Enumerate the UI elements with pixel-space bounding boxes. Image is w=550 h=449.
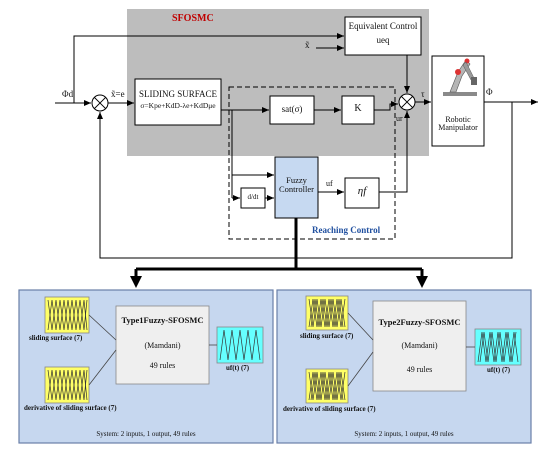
panel-type1 bbox=[18, 289, 274, 444]
panel2-footer: System: 2 inputs, 1 output, 49 rules bbox=[354, 430, 454, 438]
panel2-rules: 49 rules bbox=[406, 365, 433, 374]
reaching-control-label: Reaching Control bbox=[312, 225, 381, 235]
panel2-subtitle: (Mamdani) bbox=[401, 341, 438, 350]
robot-line2: Manipulator bbox=[438, 123, 478, 133]
sfosmc-label: SFOSMC bbox=[172, 13, 214, 24]
equivalent-control-title: Equivalent Control bbox=[348, 21, 418, 31]
robot-arm-icon bbox=[443, 58, 477, 96]
fuzzy-line2: Controller bbox=[279, 183, 314, 194]
mf-icon-t2-out bbox=[477, 331, 519, 363]
phi-d-label: Φd bbox=[62, 89, 74, 99]
fuzzy-line1: Fuzzy bbox=[286, 175, 307, 185]
u-r-label: ur bbox=[396, 114, 403, 123]
panel1-input1-label: sliding surface (7) bbox=[29, 334, 83, 342]
equivalent-control-text: Equivalent Control ueq bbox=[345, 21, 421, 46]
mf-icon-t1-in1 bbox=[47, 299, 88, 331]
sliding-surface-formula: σ=Kpe+KdD-λe+KdDμe bbox=[140, 101, 216, 111]
ddt-label: d/dt bbox=[247, 193, 259, 201]
ueq-label: ueq bbox=[376, 35, 390, 46]
panel2-output-label: uf(t) (7) bbox=[487, 366, 511, 374]
panel1-rules: 49 rules bbox=[149, 361, 176, 370]
x-tilde-label: x̃ bbox=[305, 40, 310, 50]
mf-icon-t1-in2 bbox=[47, 369, 88, 401]
sliding-surface-block[interactable] bbox=[134, 78, 222, 126]
error-label: x̃=e bbox=[111, 89, 125, 99]
gain-k-block[interactable] bbox=[341, 95, 375, 125]
robot-text: Robotic Manipulator bbox=[432, 115, 484, 133]
panel2-input2-label: derivative of sliding surface (7) bbox=[283, 405, 376, 413]
eta-f-block[interactable] bbox=[344, 177, 380, 209]
tau-label: τ bbox=[421, 89, 425, 99]
panel1-input2-label: derivative of sliding surface (7) bbox=[24, 404, 117, 412]
sum-junction-1 bbox=[91, 94, 109, 112]
panel2-input1-label: sliding surface (7) bbox=[300, 332, 354, 340]
gain-k-label: K bbox=[354, 103, 362, 114]
u-f-label: uf bbox=[326, 179, 333, 188]
panel2-title: Type2Fuzzy-SFOSMC bbox=[378, 317, 461, 327]
panel1-title: Type1Fuzzy-SFOSMC bbox=[121, 315, 204, 325]
panel-connectors bbox=[130, 218, 428, 288]
reaching-control-box bbox=[228, 86, 396, 240]
sum-junction-2 bbox=[398, 93, 416, 111]
panel1-subtitle: (Mamdani) bbox=[144, 341, 181, 350]
membership-function-icons bbox=[47, 298, 519, 401]
sliding-surface-text: SLIDING SURFACE σ=Kpe+KdD-λe+KdDμe bbox=[135, 89, 221, 111]
panel1-footer: System: 2 inputs, 1 output, 49 rules bbox=[96, 430, 196, 438]
sliding-surface-title: SLIDING SURFACE bbox=[138, 89, 218, 99]
robot-line1: Robotic bbox=[445, 115, 471, 124]
sat-label: sat(σ) bbox=[281, 104, 303, 114]
mf-icon-t1-out bbox=[219, 329, 261, 361]
signal-lines bbox=[55, 33, 538, 259]
panel1-output-label: uf(t) (7) bbox=[226, 364, 250, 372]
eta-f-label: ηf bbox=[357, 185, 367, 197]
fuzzy-controller-text: Fuzzy Controller bbox=[275, 176, 318, 194]
equivalent-control-block[interactable] bbox=[344, 16, 422, 56]
phi-output-label: Φ bbox=[486, 87, 493, 97]
